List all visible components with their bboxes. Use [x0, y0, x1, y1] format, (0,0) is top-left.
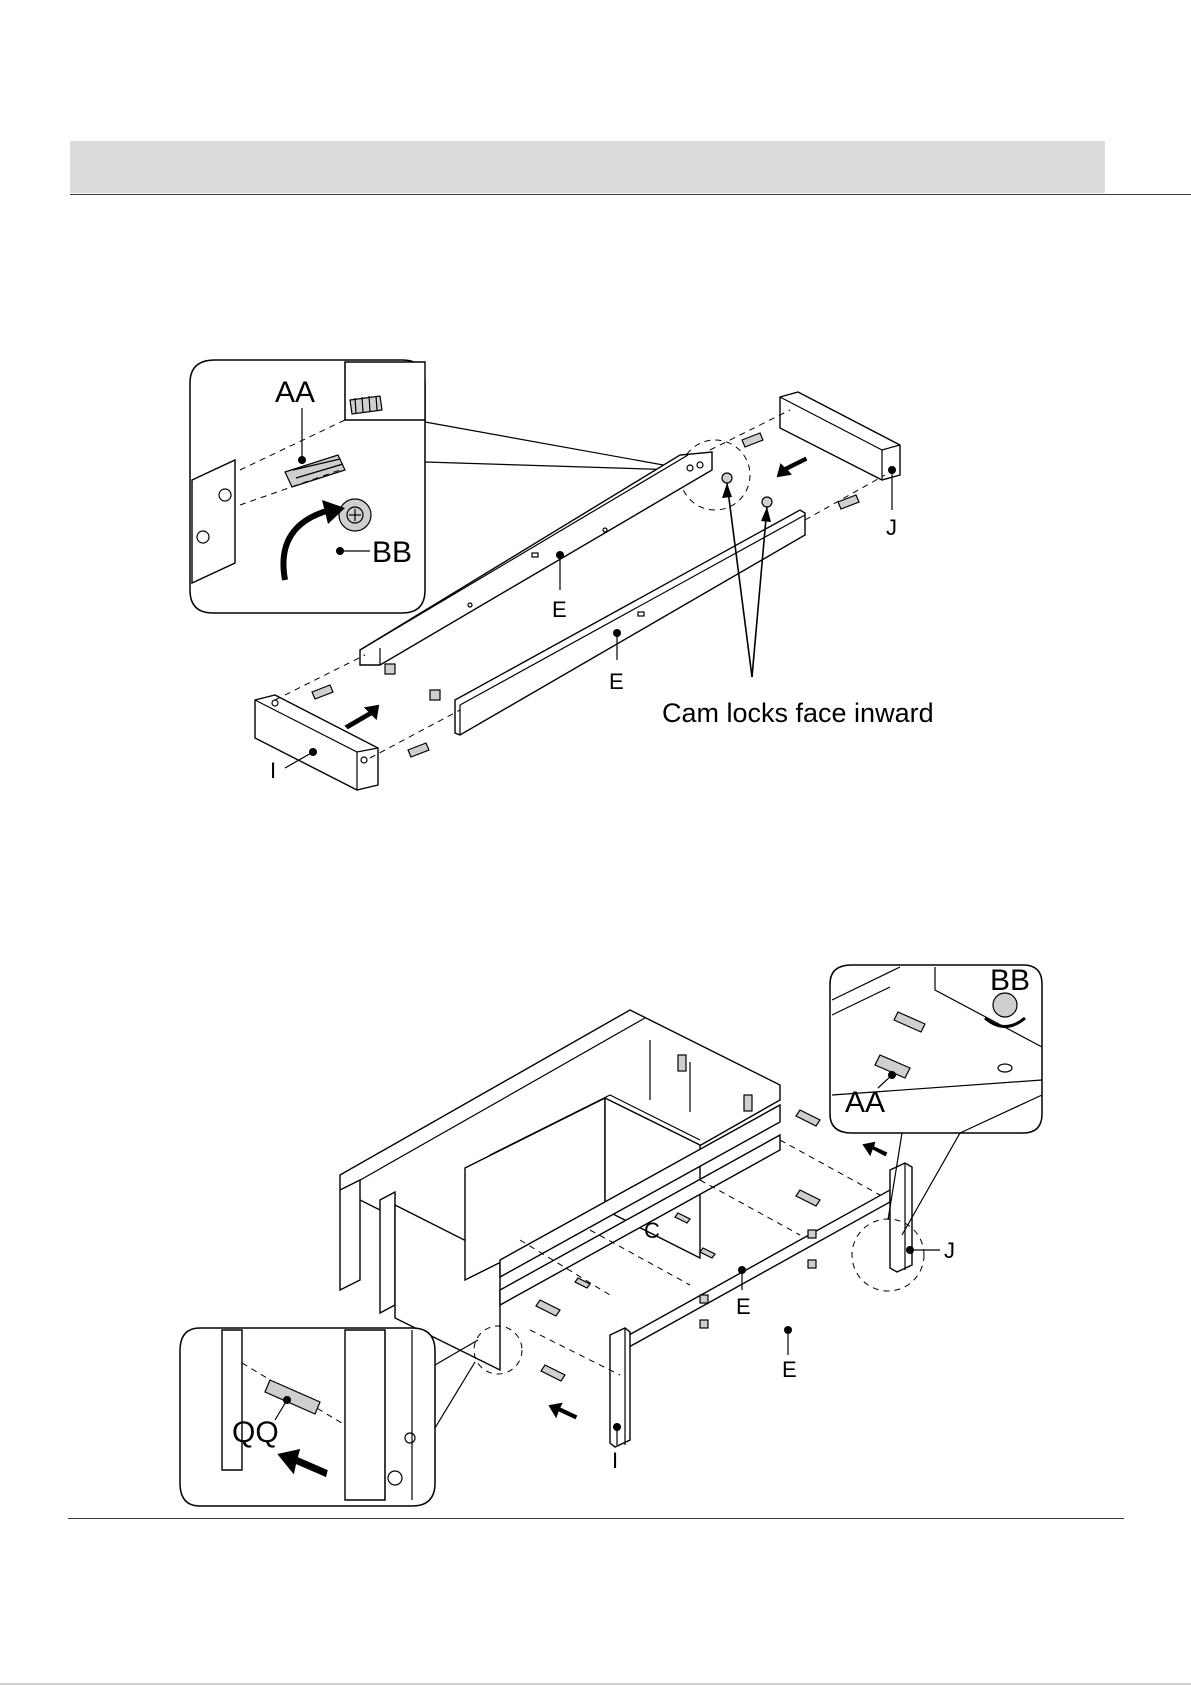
cabinet-frame [340, 1010, 780, 1370]
part-j-step2 [890, 1163, 940, 1272]
step2-diagram: E E C I J [180, 964, 1042, 1506]
label-i-step1: I [270, 758, 276, 783]
part-j-step1 [780, 392, 900, 510]
label-qq: QQ [232, 1416, 279, 1449]
label-j-step1: J [886, 515, 897, 540]
label-c: C [644, 1218, 660, 1243]
cam-lock-note: Cam locks face inward [662, 698, 934, 728]
label-j-step2: J [944, 1238, 955, 1263]
label-e-bottom: E [609, 669, 624, 694]
label-i-step2: I [612, 1448, 618, 1473]
label-aa-step1: AA [275, 376, 315, 409]
label-bb-step1: BB [372, 536, 412, 569]
footer-divider [68, 1518, 1124, 1519]
label-aa-step2: AA [845, 1086, 885, 1119]
step2-detail-circle-right [852, 1219, 924, 1291]
label-e-top: E [552, 597, 567, 622]
label-e-front: E [736, 1294, 751, 1319]
part-i-step2 [610, 1328, 630, 1447]
label-bb-step2: BB [990, 964, 1030, 997]
step2-callout-bottom [180, 1328, 478, 1506]
label-e-back: E [782, 1357, 797, 1382]
